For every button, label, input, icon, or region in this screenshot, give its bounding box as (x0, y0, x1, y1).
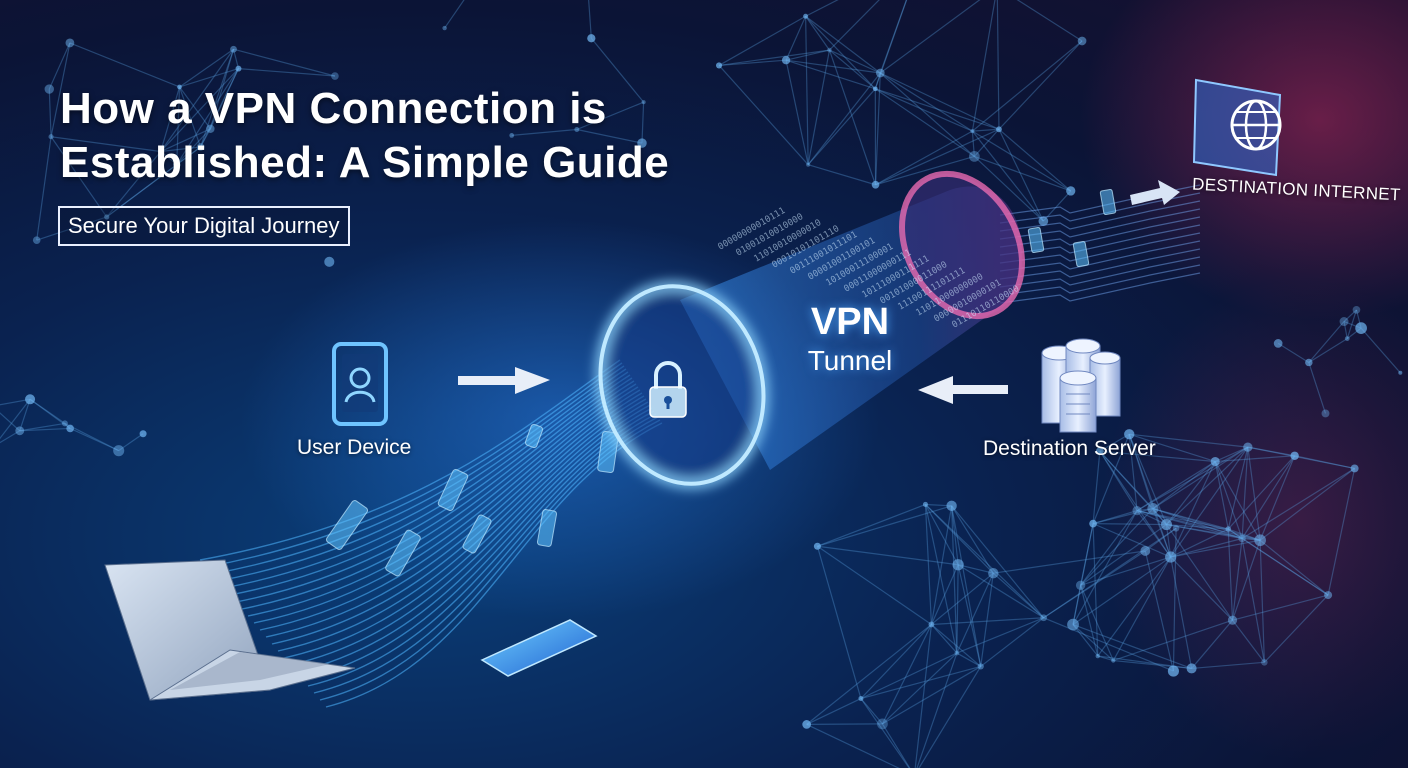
page-title: How a VPN Connection is Established: A S… (60, 82, 669, 190)
laptop-icon (104, 559, 356, 701)
arrow-right-icon (458, 367, 550, 394)
lock-icon (649, 361, 687, 418)
globe-icon (1192, 78, 1282, 177)
title-line-2: Established: A Simple Guide (60, 138, 670, 187)
phone-icon (480, 619, 598, 677)
vpn-tunnel-label: VPN Tunnel (780, 300, 920, 378)
tunnel-label-line-2: Tunnel (807, 345, 893, 376)
smartphone-user-icon (332, 342, 388, 426)
server-stack-icon (1041, 338, 1121, 433)
subtitle-badge: Secure Your Digital Journey (58, 206, 350, 246)
title-line-1: How a VPN Connection is (60, 84, 607, 133)
outbound-streams (999, 184, 1201, 304)
tunnel-label-line-1: VPN (810, 301, 890, 343)
destination-server-label: Destination Server (983, 437, 1156, 460)
arrow-right-small-icon (1130, 180, 1180, 205)
arrow-left-icon (918, 376, 1008, 404)
user-device-label: User Device (297, 436, 412, 459)
data-packets (325, 188, 1117, 577)
